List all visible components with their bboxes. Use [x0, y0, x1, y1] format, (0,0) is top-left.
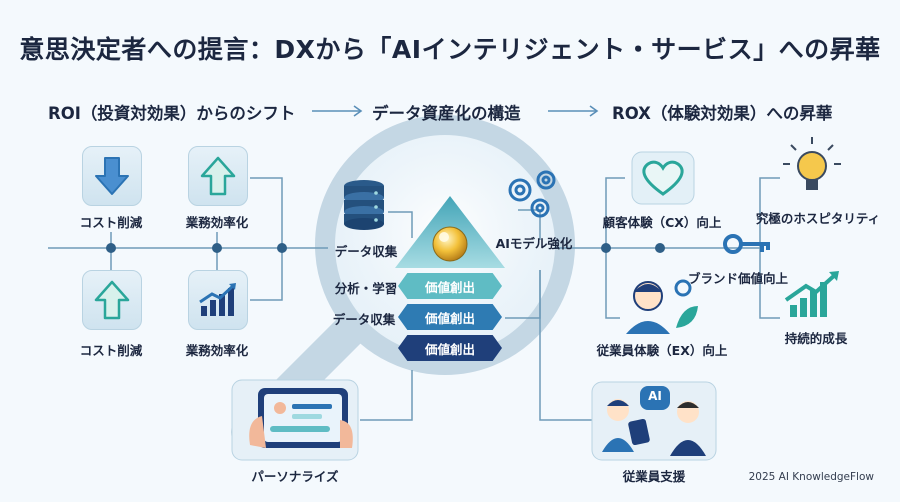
gears-icon [508, 170, 556, 218]
section-roi: ROI（投資対効果）からのシフト [48, 104, 296, 123]
growth-chart-icon [784, 271, 839, 317]
label-efficiency-bottom: 業務効率化 [185, 343, 249, 358]
label-cx: 顧客体験（CX）向上 [602, 215, 722, 230]
ai-badge: AI [648, 389, 662, 403]
section-structure: データ資産化の構造 [372, 104, 521, 123]
bar-chart-icon [188, 270, 248, 330]
key-icon [723, 234, 770, 254]
label-ex: 従業員体験（EX）向上 [596, 343, 728, 358]
label-data-collection-bottom: データ収集 [332, 312, 396, 327]
arrow-down-icon [82, 146, 142, 206]
label-cost-reduction-bottom: コスト削減 [79, 343, 143, 358]
section-rox: ROX（体験対効果）への昇華 [612, 104, 833, 123]
label-data-collection-top: データ収集 [334, 244, 398, 259]
label-growth: 持続的成長 [784, 331, 848, 346]
heart-icon [631, 151, 695, 205]
employee-support-illustration [591, 381, 717, 461]
value-step-3: 価値創出 [398, 335, 502, 361]
arrow-up-icon-bottom [82, 270, 142, 330]
value-step-2: 価値創出 [398, 304, 502, 330]
lightbulb-icon [783, 137, 841, 190]
label-support: 従業員支援 [622, 469, 686, 484]
page-title: 意思決定者への提言：DXから「AIインテリジェント・サービス」への昇華 [19, 35, 881, 64]
pyramid-icon [395, 196, 505, 268]
label-ai-model: AIモデル強化 [495, 236, 573, 251]
arrow-up-icon [188, 146, 248, 206]
personalize-illustration [231, 379, 359, 461]
section-arrow-2 [548, 105, 599, 117]
employee-avatar-icon [626, 279, 698, 334]
label-cost-reduction-top: コスト削減 [79, 215, 143, 230]
credit-text: 2025 AI KnowledgeFlow [748, 471, 874, 483]
section-arrow-1 [312, 105, 363, 117]
database-icon [344, 180, 384, 230]
label-brand: ブランド価値向上 [687, 271, 789, 286]
label-efficiency-top: 業務効率化 [185, 215, 249, 230]
label-analysis-learning: 分析・学習 [334, 281, 398, 296]
label-personalize: パーソナライズ [251, 469, 339, 484]
label-hospitality: 究極のホスピタリティ [755, 211, 881, 226]
value-step-1: 価値創出 [398, 273, 502, 299]
